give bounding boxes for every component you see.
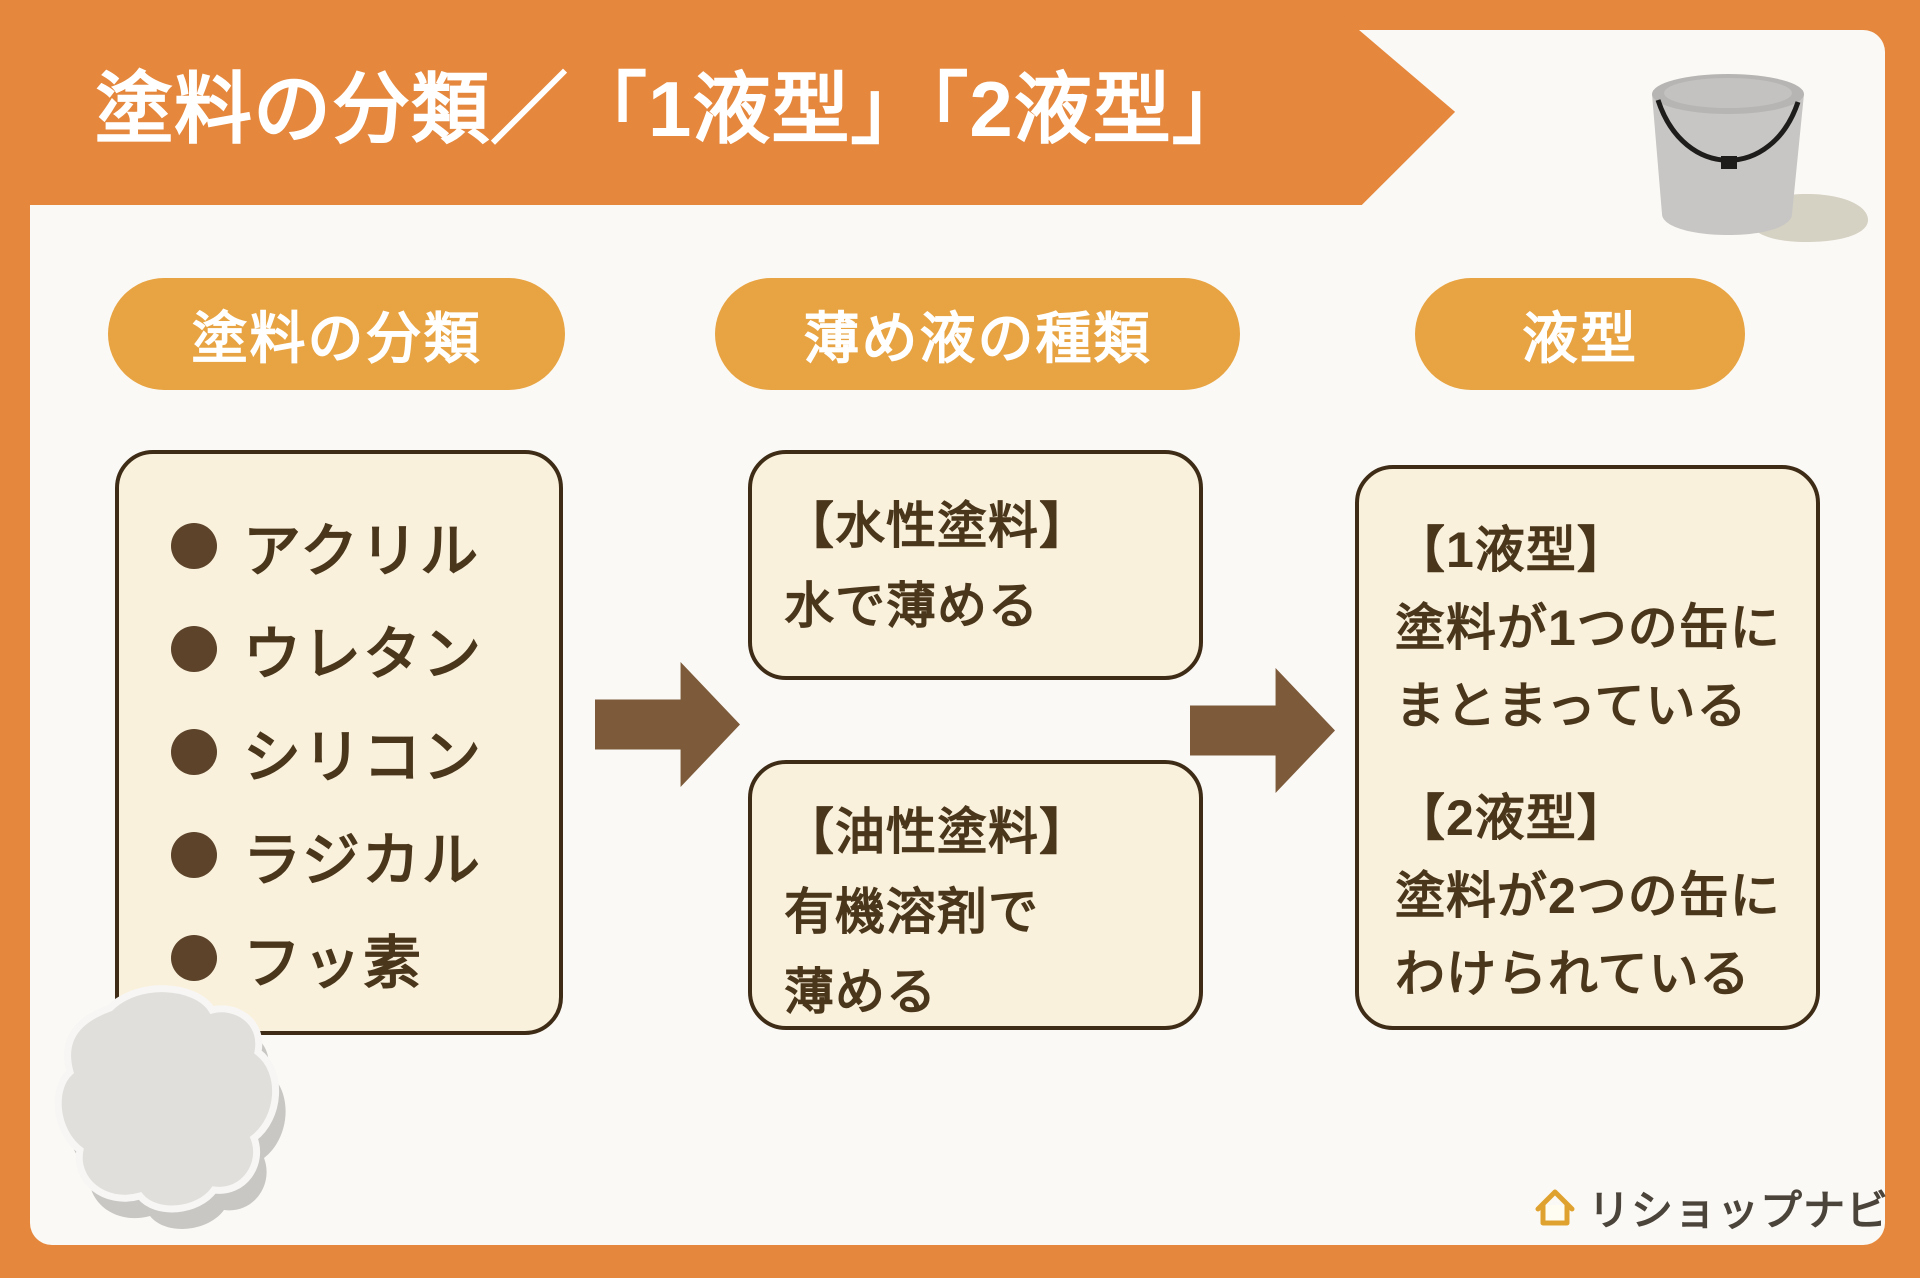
paint-splash-illustration bbox=[54, 985, 286, 1229]
list-item: アクリル bbox=[171, 494, 559, 597]
handle-clip bbox=[1721, 156, 1737, 169]
list-item: ウレタン bbox=[171, 597, 559, 700]
entry-heading: 【2液型】 bbox=[1395, 790, 1628, 846]
liquid-type-box: 【1液型】 塗料が1つの缶に まとまっている 【2液型】 塗料が2つの缶に わけ… bbox=[1355, 465, 1820, 1030]
pill-label: 薄め液の種類 bbox=[803, 306, 1152, 370]
spacer bbox=[1395, 745, 1816, 779]
entry-text: わけられている bbox=[1395, 946, 1751, 1002]
splash-body bbox=[54, 985, 280, 1213]
house-icon bbox=[1535, 1189, 1575, 1226]
bullet-icon bbox=[171, 831, 217, 878]
entry-text: 塗料が2つの缶に bbox=[1395, 868, 1781, 924]
entry-text: 塗料が1つの缶に bbox=[1395, 600, 1781, 656]
list-item-label: シリコン bbox=[243, 724, 484, 790]
pill-label: 液型 bbox=[1522, 306, 1638, 370]
box-heading: 【水性塗料】 bbox=[784, 498, 1090, 554]
oil-based-paint-box: 【油性塗料】 有機溶剤で 薄める bbox=[748, 760, 1203, 1030]
bullet-icon bbox=[171, 728, 217, 775]
paint-bucket-illustration bbox=[1652, 74, 1868, 242]
entry-text: まとまっている bbox=[1395, 678, 1748, 734]
column-header-paint-classification: 塗料の分類 bbox=[108, 278, 565, 390]
list-item: シリコン bbox=[171, 700, 559, 803]
list-item-label: フッ素 bbox=[243, 930, 424, 996]
list-item-label: ウレタン bbox=[243, 621, 484, 687]
list-item: フッ素 bbox=[171, 906, 559, 1009]
list-item: ラジカル bbox=[171, 803, 559, 906]
brand-logo: リショップナビ bbox=[1532, 1178, 1889, 1236]
entry-heading: 【1液型】 bbox=[1395, 522, 1628, 578]
box-text: 有機溶剤で bbox=[784, 884, 1039, 940]
pill-label: 塗料の分類 bbox=[191, 306, 482, 370]
logo-text: リショップナビ bbox=[1588, 1186, 1890, 1234]
page-title: 塗料の分類／「1液型」「2液型」 bbox=[95, 64, 1251, 153]
box-heading: 【油性塗料】 bbox=[784, 804, 1090, 860]
column-header-liquid-type: 液型 bbox=[1415, 278, 1745, 390]
box-text: 薄める bbox=[784, 964, 937, 1020]
list-item-label: アクリル bbox=[243, 518, 481, 584]
column-header-thinner-type: 薄め液の種類 bbox=[715, 278, 1240, 390]
box-text: 水で薄める bbox=[784, 578, 1039, 634]
bullet-icon bbox=[171, 522, 217, 569]
water-based-paint-box: 【水性塗料】 水で薄める bbox=[748, 450, 1203, 680]
list-item-label: ラジカル bbox=[243, 827, 482, 893]
bucket-lid bbox=[1664, 78, 1792, 108]
paint-list-box: アクリル ウレタン シリコン ラジカル フッ素 bbox=[115, 450, 563, 1035]
bullet-icon bbox=[171, 625, 217, 672]
title-banner: 塗料の分類／「1液型」「2液型」 bbox=[0, 0, 1456, 205]
bullet-icon bbox=[171, 934, 217, 981]
